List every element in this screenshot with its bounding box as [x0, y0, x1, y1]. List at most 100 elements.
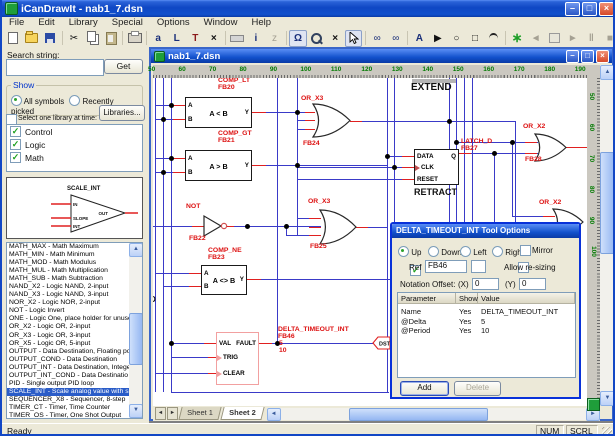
table-cell[interactable]: Yes [459, 326, 472, 335]
ruler-icon[interactable] [229, 30, 247, 47]
library-item-logic[interactable]: ✓Logic [7, 138, 142, 151]
ref-label[interactable]: COMP_NE [208, 247, 242, 254]
orientation-option-down[interactable]: Down [428, 246, 462, 257]
menu-options[interactable]: Options [156, 17, 190, 28]
horizontal-scrollbar[interactable]: ◄► [266, 407, 600, 421]
menu-window[interactable]: Window [203, 17, 238, 28]
symbol-list-item[interactable]: NAND_X2 - Logic NAND, 2-input [9, 283, 109, 291]
maximize-button[interactable]: □ [582, 2, 597, 16]
fb-label[interactable]: FB27 [461, 145, 478, 152]
minimize-button[interactable]: – [565, 2, 580, 16]
symbol-list-item[interactable]: NOR_X2 - Logic NOR, 2-input [9, 299, 101, 307]
symbol-scroll-up-button[interactable]: ▲ [129, 243, 142, 257]
table-header-value[interactable]: Value [478, 293, 575, 304]
library-checkbox[interactable]: ✓ [10, 152, 21, 163]
show-option-all-symbols[interactable]: All symbols [11, 95, 64, 106]
new-icon[interactable] [5, 30, 23, 47]
annotation-text[interactable]: RETRACT [414, 187, 457, 197]
mirror-checkbox[interactable] [520, 245, 531, 256]
symbol-list-item[interactable]: SCALE_INT - Scale analog value with sl [7, 387, 142, 396]
menu-special[interactable]: Special [111, 17, 143, 28]
gate-ref-label[interactable]: OR_X3 [308, 198, 331, 205]
notation-y-input[interactable]: 0 [519, 278, 546, 290]
symbol-list-item[interactable]: SEQUENCER_X8 - Sequencer, 8-step [9, 395, 126, 403]
libraries-button[interactable]: Libraries... [99, 105, 145, 121]
sheet-corner-icon[interactable] [587, 398, 600, 411]
sheet-nav-next[interactable]: ► [167, 407, 178, 420]
circle-icon[interactable]: ○ [448, 30, 466, 47]
ref-label[interactable]: COMP_LT [218, 78, 250, 84]
gate-or_x3[interactable] [318, 209, 357, 245]
close-button[interactable]: × [599, 2, 613, 16]
gate-fb-label[interactable]: FB22 [189, 235, 206, 242]
symbol-list-item[interactable]: TIMER_OS - Timer, One Shot Output [9, 411, 122, 419]
resize-grip[interactable] [602, 427, 612, 434]
delete-x-icon[interactable]: × [205, 30, 223, 47]
hscroll-left-button[interactable]: ◄ [266, 407, 281, 421]
ref-extra-input[interactable] [471, 260, 486, 273]
save-icon[interactable] [42, 30, 60, 47]
copy-icon[interactable] [84, 30, 102, 47]
radio-up[interactable] [398, 246, 409, 257]
fb-label[interactable]: FB23 [208, 254, 225, 261]
show-option-recently-picked[interactable]: Recently picked [11, 95, 114, 116]
gate-or_x3[interactable] [311, 103, 351, 138]
fb-label[interactable]: FB46 [278, 333, 295, 340]
symbol-scroll-thumb[interactable] [129, 313, 142, 365]
table-cell[interactable]: 10 [481, 326, 490, 335]
add-button[interactable]: Add [400, 381, 449, 396]
doc-close-button[interactable]: × [596, 50, 609, 63]
menu-edit[interactable]: Edit [38, 17, 55, 28]
text-A-icon[interactable]: A [411, 30, 429, 47]
text-annotation-icon[interactable]: a [149, 30, 167, 47]
doc-minimize-button[interactable]: – [566, 50, 579, 63]
symbol-list-item[interactable]: ONE - Logic One, place holder for unuse [9, 315, 132, 323]
omega-icon[interactable]: Ω [289, 29, 307, 47]
ref-label[interactable]: DELTA_TIMEOUT_INT [278, 326, 349, 333]
gate-or_x2[interactable] [533, 133, 567, 162]
sheet-nav-prev[interactable]: ◄ [155, 407, 166, 420]
library-item-math[interactable]: ✓Math [7, 151, 142, 164]
get-button[interactable]: Get [104, 59, 143, 74]
cut-icon[interactable]: ✂ [65, 30, 83, 47]
table-cell[interactable]: DELTA_TIMEOUT_INT [481, 307, 559, 316]
library-checkbox[interactable]: ✓ [10, 139, 21, 150]
symbol-list-item[interactable]: TIMER_CT - Timer, Time Counter [9, 403, 111, 411]
ref-label[interactable]: COMP_GT [218, 130, 252, 137]
polygon-icon[interactable]: ▶ [429, 30, 447, 47]
param-label[interactable]: 5 [279, 340, 283, 347]
annotation-text[interactable]: D [153, 295, 156, 304]
orientation-option-up[interactable]: Up [398, 246, 421, 257]
library-item-control[interactable]: ✓Control [7, 125, 142, 138]
scroll-down-button[interactable]: ▼ [600, 391, 613, 406]
symbol-list-item[interactable]: OUTPUT_INT - Data Destination, Intege [9, 363, 131, 371]
gate-ref-label[interactable]: OR_X3 [301, 95, 324, 102]
radio-down[interactable] [428, 246, 439, 257]
table-cell[interactable]: Yes [459, 307, 472, 316]
table-cell[interactable]: 5 [481, 316, 486, 326]
symbol-list-item[interactable]: MATH_SUB - Math Subtraction [9, 275, 103, 283]
table-cell[interactable]: @Period [401, 326, 431, 335]
radio-selected[interactable] [11, 95, 22, 106]
radio-unselected[interactable] [69, 95, 81, 106]
info-icon[interactable]: i [247, 30, 265, 47]
search-input[interactable] [6, 59, 104, 76]
symbol-list-item[interactable]: MATH_MOD - Math Modulus [9, 259, 97, 267]
doc-maximize-button[interactable]: □ [581, 50, 594, 63]
cross-icon[interactable]: × [326, 30, 344, 47]
table-cell[interactable]: Yes [459, 316, 472, 326]
gate-ref-label[interactable]: OR_X2 [539, 199, 562, 206]
sheet-tab-sheet-2[interactable]: Sheet 2 [220, 407, 265, 420]
ref-checkbox[interactable]: ✓ [410, 265, 422, 276]
menu-help[interactable]: Help [251, 17, 271, 28]
annotation-text[interactable]: EXTEND [411, 82, 452, 93]
scroll-up-button[interactable]: ▲ [600, 65, 613, 80]
table-cell[interactable]: Name [401, 307, 422, 316]
param-label[interactable]: 10 [279, 347, 287, 354]
horizontal-scroll-thumb[interactable] [348, 407, 488, 421]
print-icon[interactable] [126, 30, 144, 47]
menu-file[interactable]: File [9, 17, 25, 28]
